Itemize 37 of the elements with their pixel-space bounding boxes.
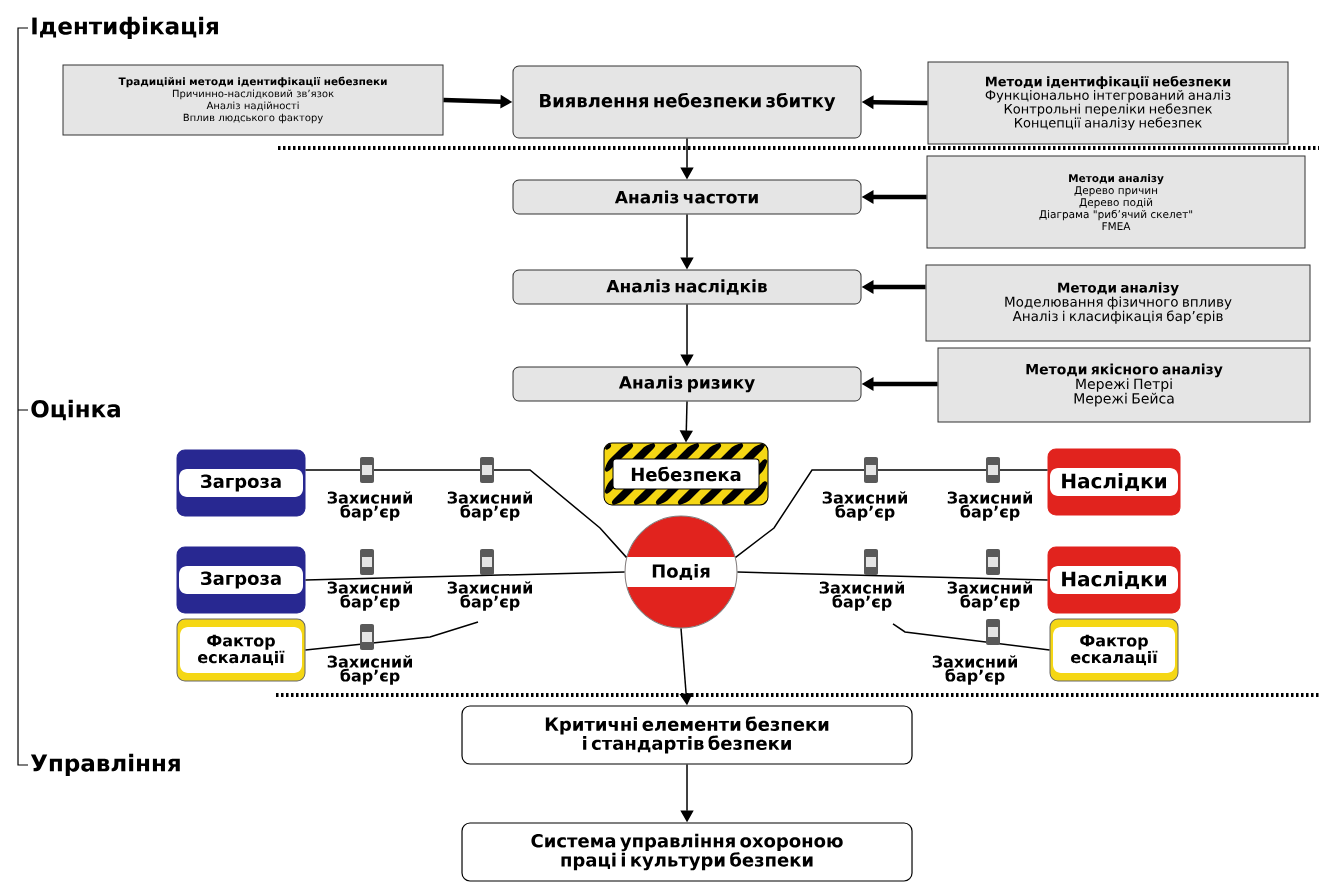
methods-box: Методи аналізу Моделювання фізичного впливу Аналіз і класифікація бар’єрів — [925, 264, 1311, 342]
connector-line — [736, 571, 1049, 581]
threat-box: Загроза — [176, 546, 306, 614]
barrier-label: Захисний бар’єр — [327, 581, 412, 611]
barrier-label: Захисний бар’єр — [327, 655, 412, 685]
barrier-label: Захисний бар’єр — [447, 581, 532, 611]
process-box: Аналіз ризику — [512, 366, 862, 402]
connector-line — [304, 621, 479, 651]
escalation-box: Фактор ескалації — [1049, 618, 1179, 682]
consequence-box: Наслідки — [1047, 448, 1181, 516]
connector-line — [304, 571, 626, 581]
barrier-label: Захисний бар’єр — [819, 581, 904, 611]
process-box: Аналіз частоти — [512, 179, 862, 215]
barrier-label: Захисний бар’єр — [947, 491, 1032, 521]
connector-line — [892, 623, 1051, 651]
section-heading: Управління — [30, 753, 180, 777]
consequence-box: Наслідки — [1047, 546, 1181, 614]
process-box: Аналіз наслідків — [512, 269, 862, 305]
section-heading: Оцінка — [31, 399, 120, 421]
connector-line — [304, 469, 628, 559]
methods-box: Методи ідентифікації небезпеки Функціонально інтегрований аналіз Контрольні переліки небезпек Концепції аналізу небезпек — [927, 61, 1289, 145]
threat-box: Загроза — [176, 449, 306, 517]
escalation-box: Фактор ескалації — [176, 618, 306, 682]
methods-box: Методи якісного аналізу Мережі Петрі Мережі Бейса — [937, 347, 1311, 423]
barrier-label: Захисний бар’єр — [932, 655, 1017, 685]
methods-box: Методи аналізу Дерево причин Дерево подій Діаграма "риб’ячий скелет" FMEA — [926, 155, 1306, 249]
section-heading: Ідентифікація — [32, 16, 218, 40]
barrier-label: Захисний бар’єр — [947, 581, 1032, 611]
hazard-sign: Небезпека — [603, 442, 769, 506]
process-box: Критичні елементи безпеки і стандартів безпеки — [461, 705, 913, 765]
barrier-label: Захисний бар’єр — [327, 491, 412, 521]
barrier-label: Захисний бар’єр — [822, 491, 907, 521]
connector-line — [734, 469, 1049, 559]
barrier-label: Захисний бар’єр — [447, 491, 532, 521]
methods-box: Традиційні методи ідентифікації небезпеки Причинно-наслідковий зв’язок Аналіз надійності Вплив людського фактору — [62, 64, 444, 136]
process-box: Система управління охороною праці і культури безпеки — [461, 822, 913, 882]
process-box: Виявлення небезпеки збитку — [512, 65, 862, 139]
